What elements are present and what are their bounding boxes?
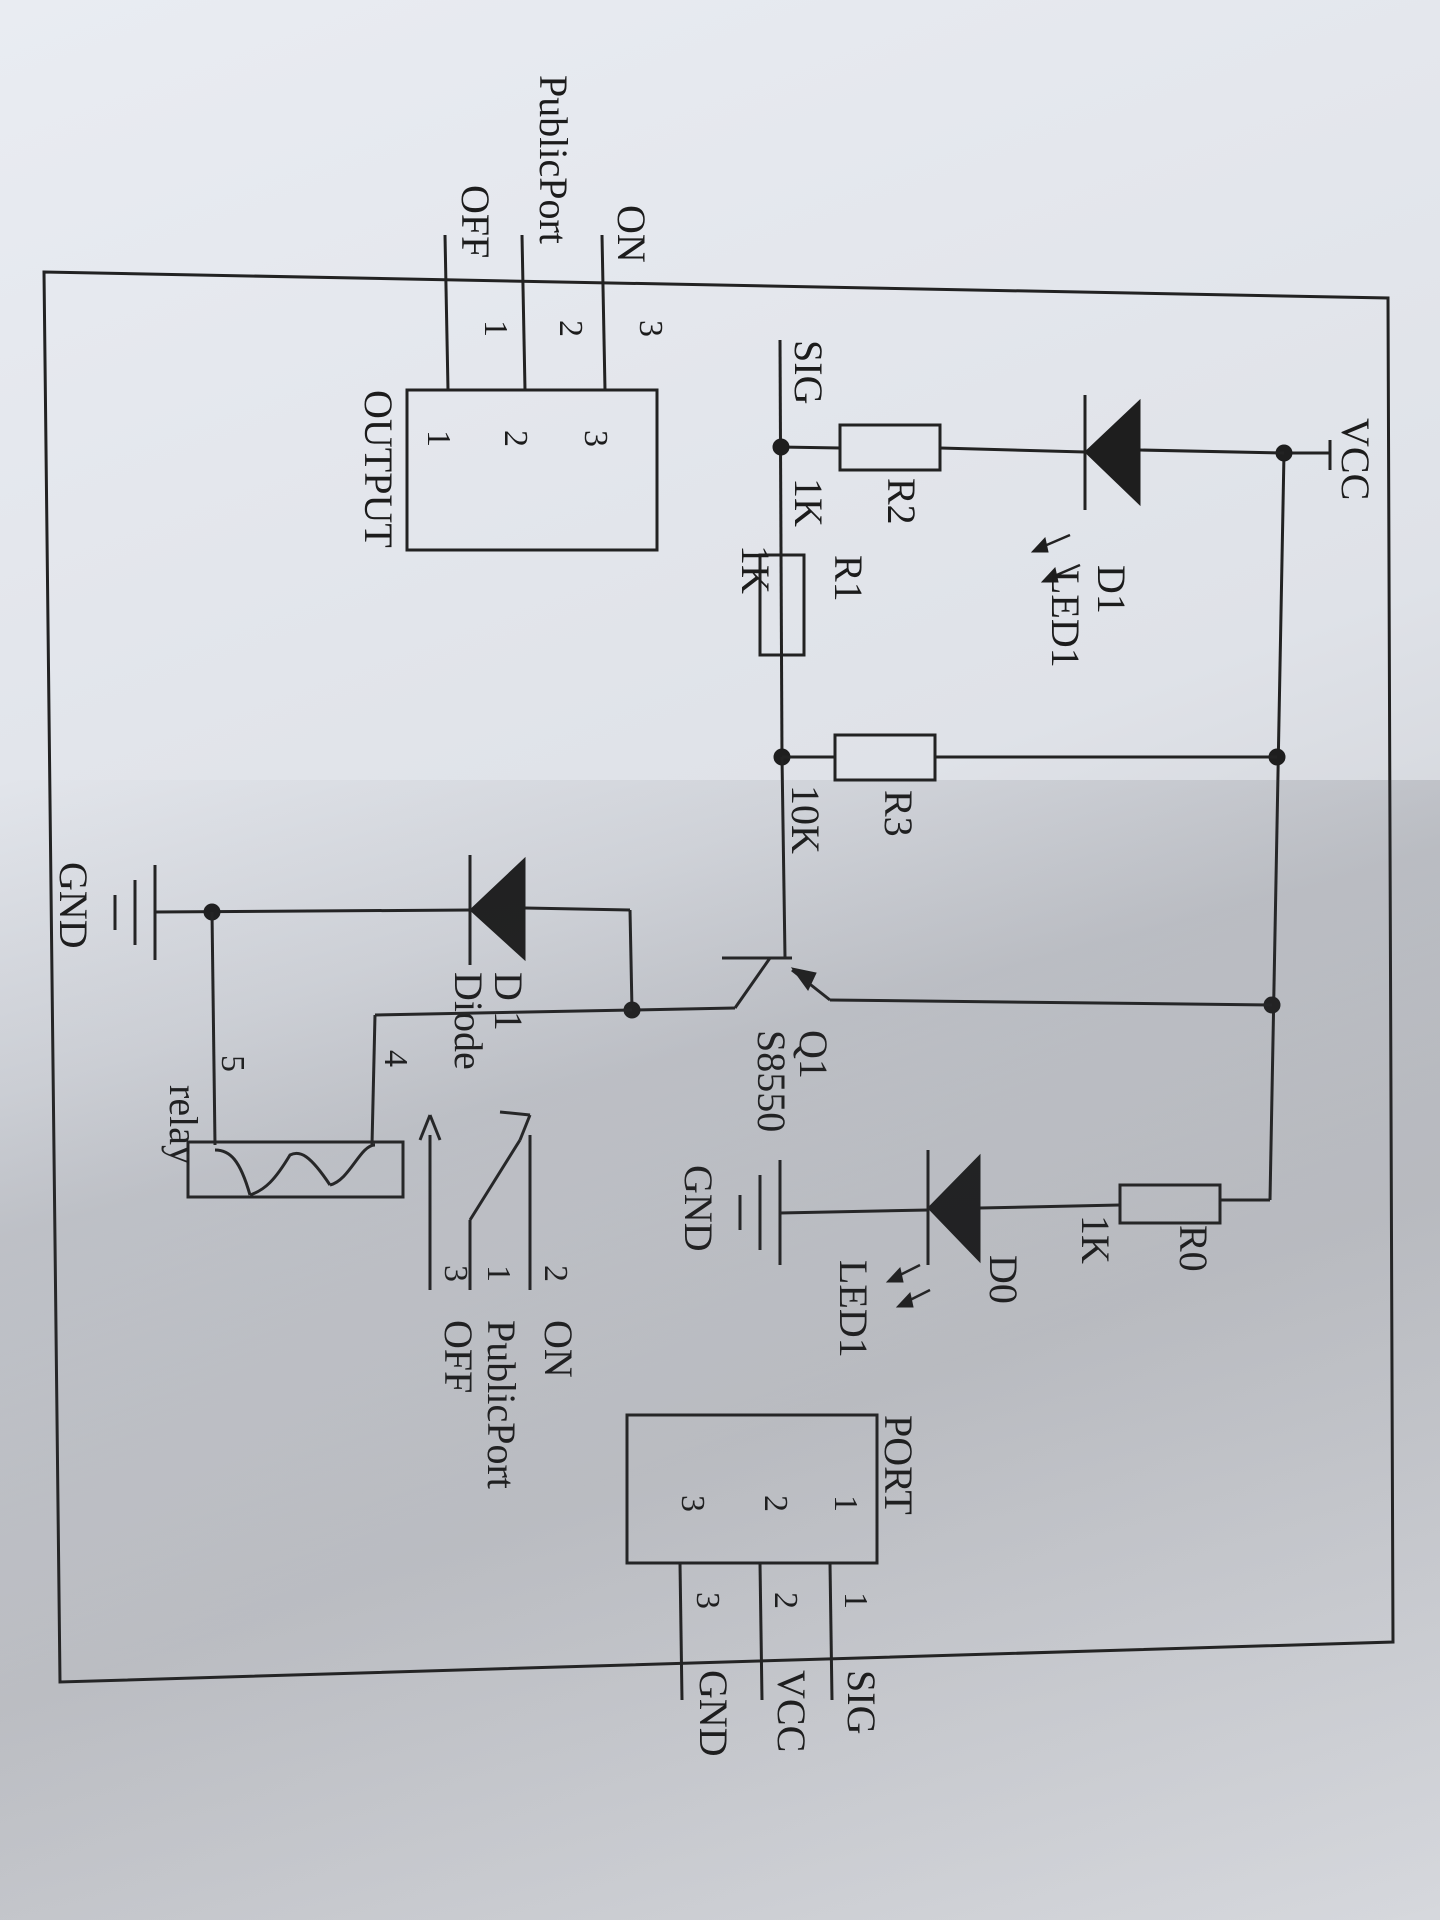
vcc-rail xyxy=(1263,440,1332,1201)
board-border xyxy=(42,270,1395,1684)
port-title: PORT xyxy=(876,1415,921,1515)
port-connector xyxy=(625,1413,879,1701)
relay-pin5: 5 xyxy=(214,1055,251,1072)
output-signal-off: OFF xyxy=(453,185,498,258)
r2-ref: R2 xyxy=(879,478,924,525)
diode-value: Diode xyxy=(446,972,491,1070)
vcc-label: VCC xyxy=(1333,418,1378,500)
relay-contact-3-name: OFF xyxy=(436,1320,481,1393)
output-signal-on: ON xyxy=(609,205,654,263)
port-box-pin-1: 1 xyxy=(827,1495,864,1512)
r2-value: 1K xyxy=(786,478,831,527)
d1-ref: D1 xyxy=(1089,565,1134,614)
relay-contact-1-num: 1 xyxy=(480,1265,517,1282)
relay-contact-1-name: PublicPort xyxy=(479,1320,524,1489)
r1-value: 1K xyxy=(733,545,778,594)
output-box-pin-3: 3 xyxy=(577,430,614,447)
output-title: OUTPUT xyxy=(356,390,401,548)
r3-value: 10K xyxy=(783,785,828,854)
d0-led xyxy=(779,1150,981,1308)
d1-led xyxy=(939,395,1285,583)
gnd-label-right: GND xyxy=(676,1165,721,1252)
q1-transistor xyxy=(631,756,1273,1012)
relay-pin4: 4 xyxy=(377,1050,414,1067)
output-lead-pin-2: 2 xyxy=(552,320,589,337)
d0-value: LED1 xyxy=(831,1260,876,1358)
output-box-pin-1: 1 xyxy=(420,430,457,447)
relay-coil xyxy=(186,911,633,1199)
port-lead-pin-3: 3 xyxy=(689,1592,726,1609)
r2-resistor xyxy=(779,423,942,472)
port-signal-gnd: GND xyxy=(691,1670,736,1757)
relay-contact-2-num: 2 xyxy=(537,1265,574,1282)
output-lead-pin-3: 3 xyxy=(632,320,669,337)
flyback-diode xyxy=(154,855,641,1019)
port-box-pin-2: 2 xyxy=(757,1495,794,1512)
port-signal-vcc: VCC xyxy=(769,1670,814,1752)
port-signal-sig: SIG xyxy=(839,1670,884,1734)
output-box-pin-2: 2 xyxy=(497,430,534,447)
r3-ref: R3 xyxy=(876,790,921,837)
output-signal-publicport: PublicPort xyxy=(531,75,576,244)
output-connector xyxy=(405,234,659,552)
d1-value: LED1 xyxy=(1043,570,1088,668)
r1-resistor xyxy=(758,553,806,657)
q1-value: S8550 xyxy=(749,1030,794,1132)
port-box-pin-3: 3 xyxy=(674,1495,711,1512)
gnd-label-left: GND xyxy=(51,862,96,949)
port-lead-pin-2: 2 xyxy=(767,1592,804,1609)
q1-ref: Q1 xyxy=(791,1030,836,1079)
r0-ref: R0 xyxy=(1171,1225,1216,1272)
output-lead-pin-1: 1 xyxy=(477,320,514,337)
r3-resistor xyxy=(782,733,1277,782)
ground-symbol-right xyxy=(738,1160,782,1265)
r0-resistor xyxy=(979,1183,1270,1225)
diode-ref: D 1 xyxy=(486,972,531,1031)
relay-label: relay xyxy=(161,1085,206,1165)
port-lead-pin-1: 1 xyxy=(837,1592,874,1609)
relay-switch xyxy=(418,1110,532,1290)
ground-symbol-left xyxy=(113,865,157,960)
d0-ref: D0 xyxy=(981,1255,1026,1304)
relay-contact-2-name: ON xyxy=(536,1320,581,1378)
relay-contact-3-num: 3 xyxy=(437,1265,474,1282)
sig-label: SIG xyxy=(786,340,831,404)
r0-value: 1K xyxy=(1073,1215,1118,1264)
r1-ref: R1 xyxy=(826,555,871,602)
